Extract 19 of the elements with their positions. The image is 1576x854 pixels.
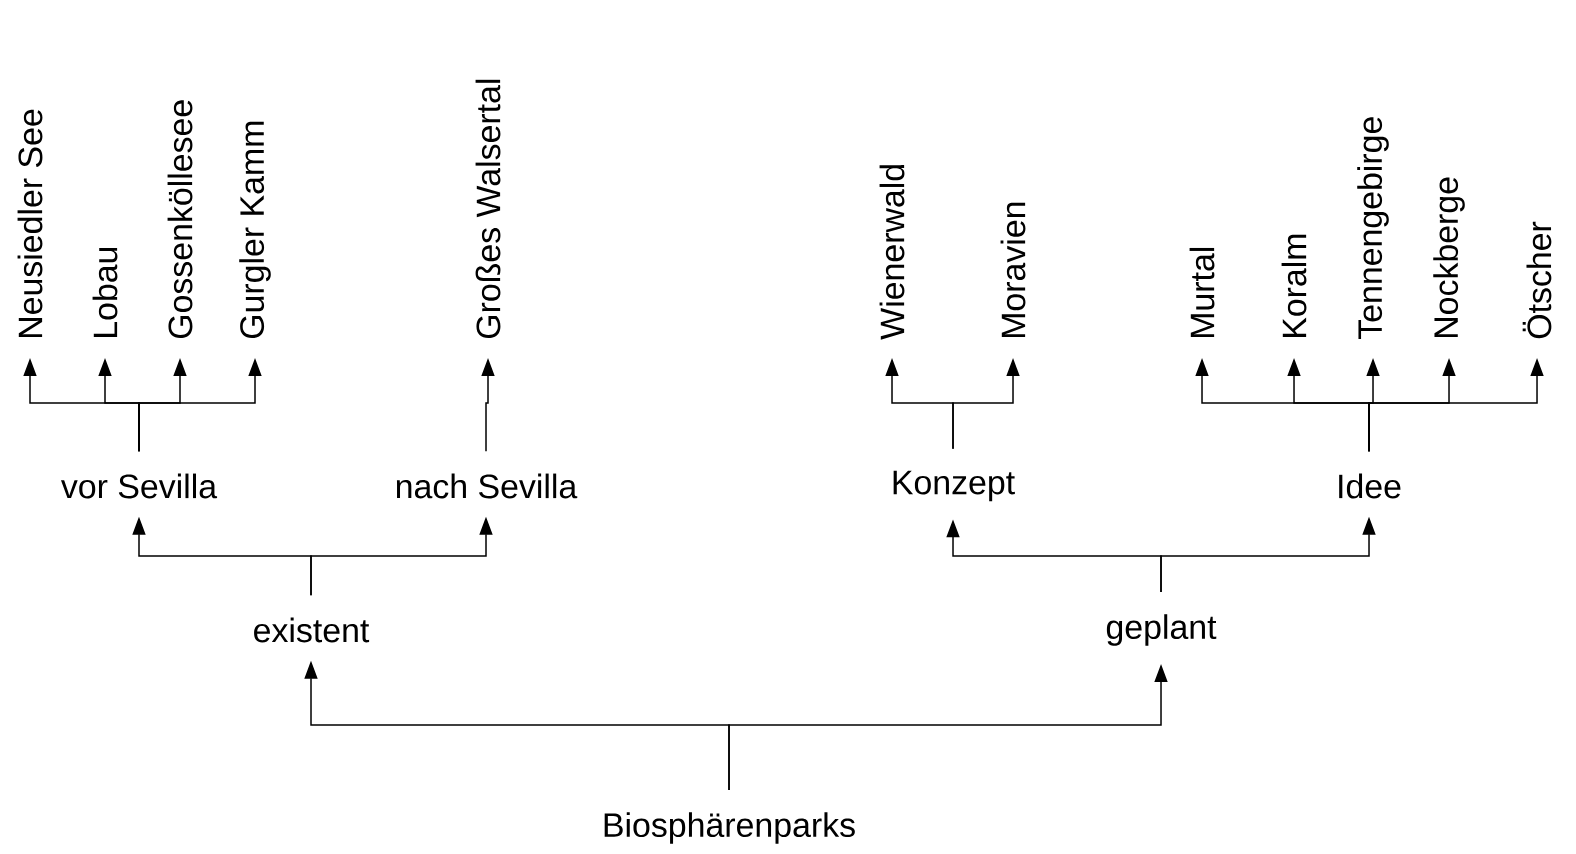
rotated-label: Gossenköllesee <box>167 100 193 339</box>
rotated-label: Lobau <box>92 247 118 337</box>
rotated-label: Nockberge <box>1433 177 1465 337</box>
node-label: nach Sevilla <box>396 473 578 499</box>
node-label: Biosphärenparks <box>604 812 855 844</box>
node-label: vor Sevilla <box>61 473 218 499</box>
rotated-label: Neusiedler See <box>17 109 43 337</box>
node-label: Konzept <box>893 470 1015 502</box>
node-label: geplant <box>1106 614 1217 646</box>
rotated-label: Koralm <box>1281 234 1307 337</box>
node-label: Idee <box>1339 473 1401 499</box>
rotated-label: Moravien <box>1000 202 1026 337</box>
rotated-label: Gurgler Kamm <box>239 121 271 339</box>
rotated-label: Ötscher <box>1522 221 1552 339</box>
node-label: existent <box>254 617 370 643</box>
rotated-label: Murtal <box>1189 247 1215 337</box>
rotated-label: Großes Walsertal <box>475 79 501 339</box>
rotated-label: Wienerwald <box>879 165 905 340</box>
rotated-label: Tennengebirge <box>1357 117 1389 340</box>
